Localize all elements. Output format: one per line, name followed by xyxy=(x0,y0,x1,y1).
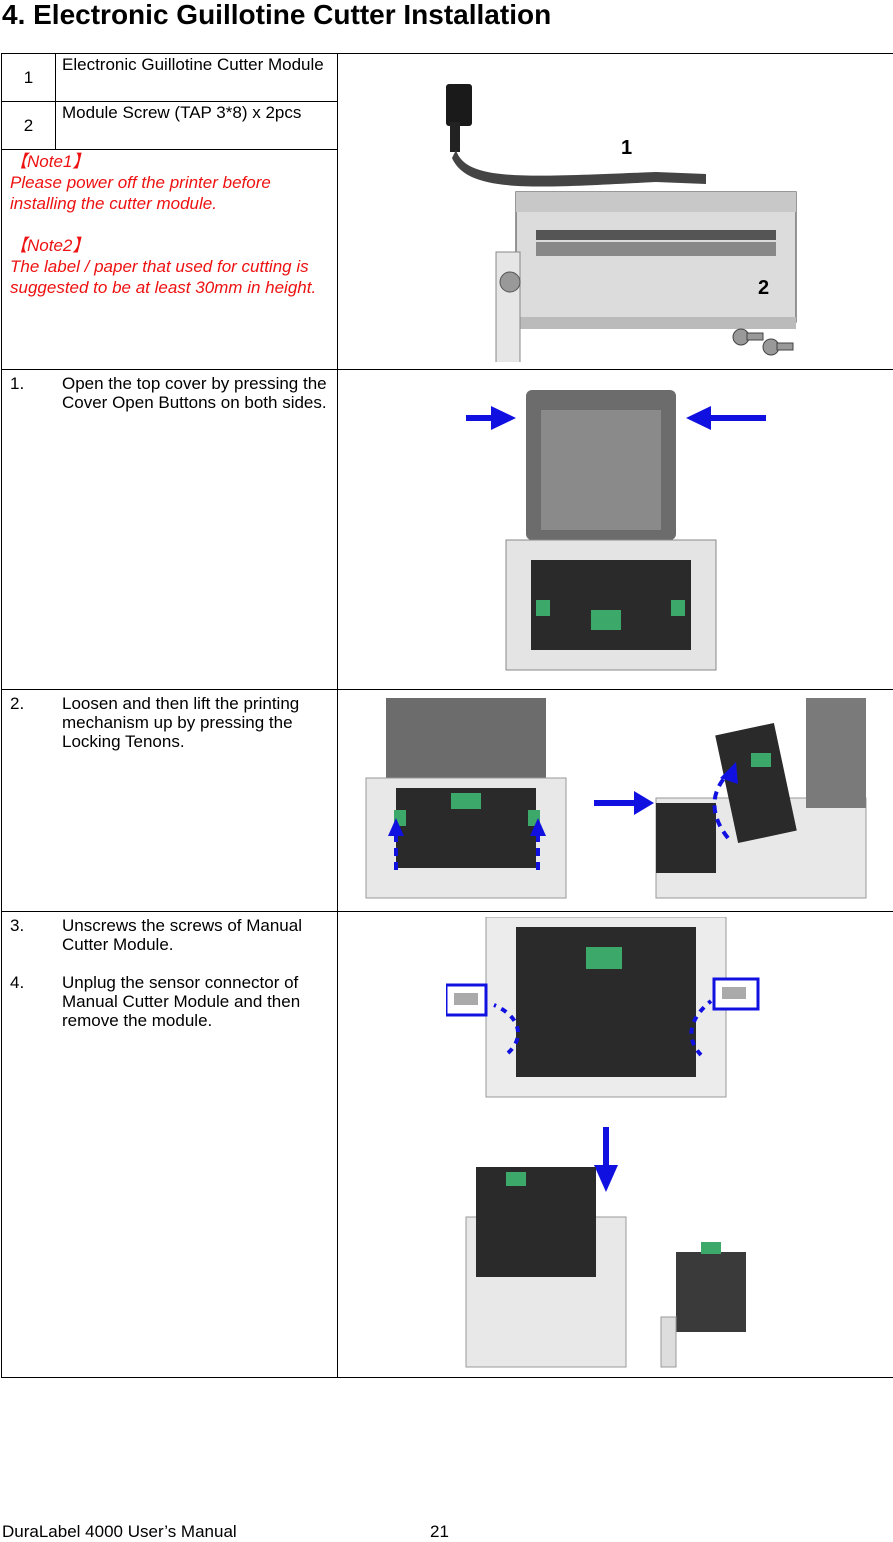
step-text: Loosen and then lift the printing mechan… xyxy=(62,694,329,751)
installation-table: 1 Electronic Guillotine Cutter Module xyxy=(1,53,893,1378)
step-3-4-cell: 3. Unscrews the screws of Manual Cutter … xyxy=(2,912,338,1378)
step-number: 2. xyxy=(10,694,62,751)
cutter-module-illustration: 1 2 xyxy=(406,62,826,362)
footer-page-number: 21 xyxy=(430,1522,449,1542)
step-2-cell: 2. Loosen and then lift the printing mec… xyxy=(2,690,338,912)
step-text: Unscrews the screws of Manual Cutter Mod… xyxy=(62,916,329,954)
lift-mechanism-figure-cell xyxy=(338,690,893,912)
part-description: Electronic Guillotine Cutter Module xyxy=(56,54,338,102)
remove-module-illustration xyxy=(446,917,786,1372)
lift-mechanism-illustration xyxy=(356,698,876,903)
note1-text: Please power off the printer before inst… xyxy=(10,172,329,214)
step-text: Open the top cover by pressing the Cover… xyxy=(62,374,329,412)
notes-cell: 【Note1】 Please power off the printer bef… xyxy=(2,150,338,370)
open-cover-figure-cell xyxy=(338,370,893,690)
step-number: 1. xyxy=(10,374,62,412)
part-number: 1 xyxy=(2,54,56,102)
footer-manual-title: DuraLabel 4000 User’s Manual xyxy=(2,1522,237,1542)
step-1-cell: 1. Open the top cover by pressing the Co… xyxy=(2,370,338,690)
callout-2: 2 xyxy=(758,277,769,299)
note1-heading: 【Note1】 xyxy=(10,151,329,172)
cutter-module-figure-cell: 1 2 xyxy=(338,54,893,370)
note2-text: The label / paper that used for cutting … xyxy=(10,256,329,298)
remove-module-figure-cell xyxy=(338,912,893,1378)
step-text: Unplug the sensor connector of Manual Cu… xyxy=(62,973,329,1030)
part-description: Module Screw (TAP 3*8) x 2pcs xyxy=(56,102,338,150)
open-cover-illustration xyxy=(466,380,766,680)
note2-heading: 【Note2】 xyxy=(10,235,329,256)
part-number: 2 xyxy=(2,102,56,150)
page-title: 4. Electronic Guillotine Cutter Installa… xyxy=(2,0,551,30)
callout-1: 1 xyxy=(621,137,632,159)
step-number: 3. xyxy=(10,916,62,954)
step-number: 4. xyxy=(10,973,62,1030)
